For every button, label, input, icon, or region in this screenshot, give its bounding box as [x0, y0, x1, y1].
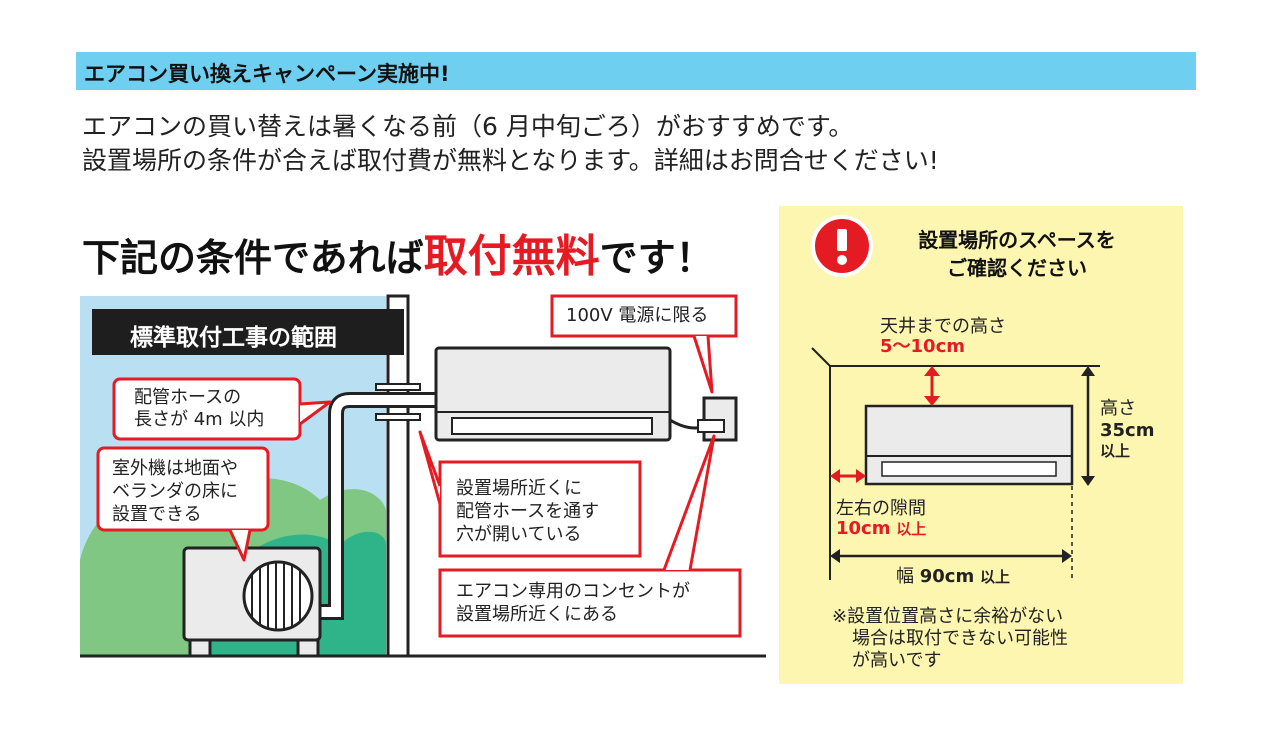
note-line-3: が高いです: [852, 650, 942, 671]
intro-text: エアコンの買い替えは暑くなる前（6 月中旬ごろ）がおすすめです。 設置場所の条件…: [82, 110, 939, 178]
fan-icon: [242, 560, 314, 632]
note-line-1: ※設置位置高さに余裕がない: [832, 606, 1064, 627]
info-title-line-1: 設置場所のスペースを: [918, 228, 1116, 252]
outdoor-unit-line-3: 設置できる: [112, 504, 202, 525]
diagram-title: 標準取付工事の範囲: [130, 325, 337, 351]
outlet-line-1: エアコン専用のコンセントが: [456, 581, 690, 602]
intro-line-1: エアコンの買い替えは暑くなる前（6 月中旬ごろ）がおすすめです。: [82, 112, 854, 141]
outlet-line-2: 設置場所近くにある: [456, 604, 618, 625]
note-line-2: 場合は取付できない可能性: [852, 628, 1068, 649]
installation-illustration: [80, 294, 766, 658]
ceiling-label: 天井までの高さ: [880, 316, 1006, 337]
wall-hole-line-3: 穴が開いている: [456, 524, 582, 545]
side-gap-number: 10cm: [836, 518, 891, 539]
headline-highlight: 取付無料: [423, 231, 600, 282]
width-suffix: 以上: [979, 568, 1010, 586]
ceiling-value: 5～10cm: [880, 336, 965, 357]
campaign-banner-text: エアコン買い換えキャンペーン実施中!: [84, 62, 450, 86]
height-value: 35cm: [1100, 420, 1155, 441]
width-row: 幅 90cm 以上: [896, 566, 1010, 588]
power-label: 100V 電源に限る: [566, 305, 709, 326]
side-gap-label: 左右の隙間: [836, 498, 926, 519]
height-suffix: 以上: [1100, 442, 1131, 460]
wall-hole-line-1: 設置場所近くに: [456, 478, 582, 499]
diagram-title-box: 標準取付工事の範囲: [92, 309, 404, 355]
side-gap-value: 10cm 以上: [836, 518, 926, 540]
headline-prefix: 下記の条件であれば: [82, 236, 424, 280]
width-value: 90cm: [919, 566, 975, 587]
outdoor-unit-line-2: ベランダの床に: [112, 481, 238, 502]
hose-length-line-1: 配管ホースの: [134, 387, 242, 408]
height-label: 高さ: [1100, 398, 1136, 419]
intro-line-2: 設置場所の条件が合えば取付費が無料となります。詳細はお問合せください!: [82, 146, 939, 175]
info-title-line-2: ご確認ください: [947, 256, 1087, 280]
outdoor-unit-line-1: 室外機は地面や: [112, 458, 238, 479]
info-title: 設置場所のスペースを ご確認ください: [887, 226, 1147, 282]
width-label: 幅: [896, 566, 914, 587]
headline: 下記の条件であれば取付無料です！: [82, 220, 714, 284]
hose-length-line-2: 長さが 4m 以内: [134, 409, 265, 430]
headline-suffix: です！: [599, 236, 714, 280]
side-gap-suffix: 以上: [896, 520, 927, 538]
campaign-banner: エアコン買い換えキャンペーン実施中!: [76, 52, 1196, 90]
callout-power-box: [550, 294, 738, 338]
wall-hole-line-2: 配管ホースを通す: [456, 501, 600, 522]
